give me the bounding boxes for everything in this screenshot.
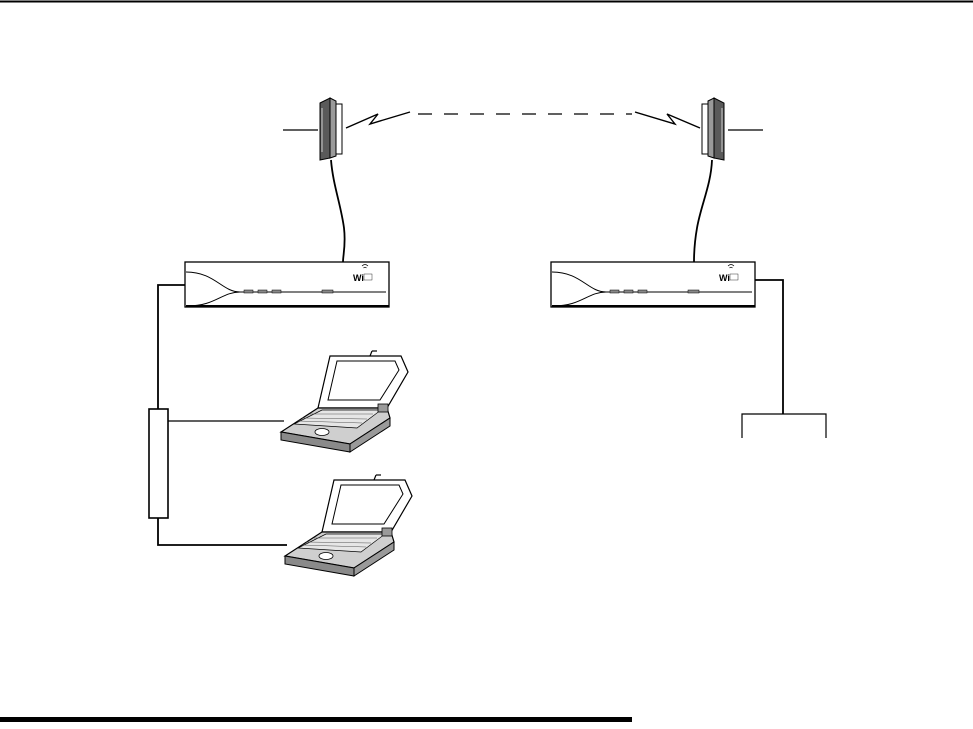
hub-icon [149,409,168,518]
lan-branch-bracket [742,414,826,438]
wireless-link [346,112,700,128]
laptop-icon [285,475,412,576]
antenna-left-cable [331,160,345,262]
antenna-icon [702,98,724,160]
hub [149,409,168,518]
bottom-rule [0,717,632,722]
lightning-right [635,112,700,128]
laptop-icon [281,351,408,452]
antenna-left [283,98,345,262]
bridge-unit-right: Wi [551,262,755,307]
brand-logo-text: Wi [353,273,364,283]
lan-branch [742,414,826,438]
laptop-bottom [285,475,412,576]
bridge-right-to-lan-cable [755,280,783,414]
antenna-right-cable [694,160,712,262]
laptop-top [281,351,408,452]
brand-logo-text: Wi [719,273,730,283]
lightning-left [346,112,410,128]
bridge-unit-left: Wi [185,262,389,307]
hub-to-laptop-bottom-cable [158,518,287,545]
bridge-unit-icon: Wi [185,262,389,307]
bridge-unit-icon: Wi [551,262,755,307]
antenna-icon [320,98,342,160]
bridge-to-hub-cable [158,285,185,409]
antenna-right [694,98,763,262]
